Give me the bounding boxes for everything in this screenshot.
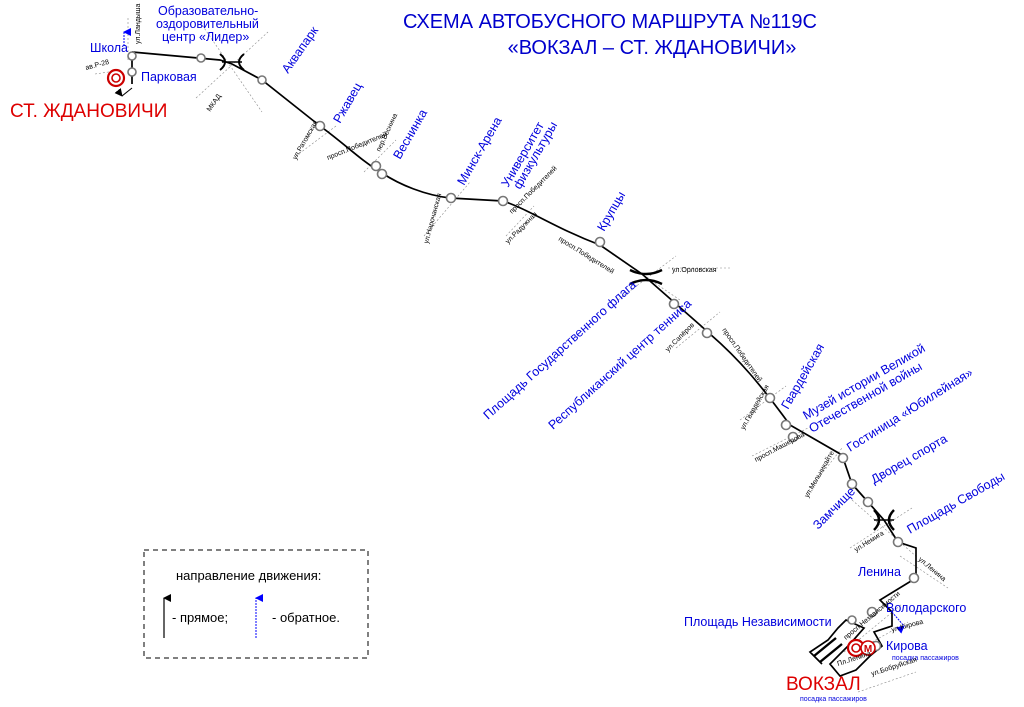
map-title-line-1: СХЕМА АВТОБУСНОГО МАРШРУТА №119С xyxy=(403,11,817,33)
interchange-pl-lenina xyxy=(813,637,843,663)
terminal-zhdanovichi-marker xyxy=(106,68,126,88)
stop-label-zamchishche: Замчище xyxy=(810,484,858,532)
direct-direction-arrow-terminal xyxy=(114,87,133,97)
stop-label-kruptsy: Крупцы xyxy=(594,189,628,233)
street-label-narochanskaya: ул.Нарочанская xyxy=(423,193,443,245)
street-label-melnikayte: ул.Мельникайте xyxy=(803,449,836,499)
street-label-orlovskaya: ул.Орловская xyxy=(672,267,717,274)
stop-labels: Школа Образовательно- оздоровительный це… xyxy=(90,4,1007,662)
legend-frame xyxy=(143,549,369,659)
stop-label-lider-1: Образовательно- xyxy=(158,4,258,18)
interchange-nemiga xyxy=(873,509,895,531)
street-label-r28: ав.Р-28 xyxy=(85,59,110,72)
terminal-zhdanovichi-label: СТ. ЖДАНОВИЧИ xyxy=(10,101,167,122)
terminal-vokzal-label: ВОКЗАЛ xyxy=(786,674,861,695)
stop-label-pl-svobody: Площадь Свободы xyxy=(905,469,1008,536)
interchange-orlovskaya xyxy=(629,268,663,286)
legend: направление движения: - прямое; - обратн… xyxy=(143,549,369,659)
stop-label-kirova: Кирова xyxy=(886,639,928,653)
terminal-vokzal-note: посадка пассажиров xyxy=(800,696,867,703)
stop-label-rzhavets: Ржавец xyxy=(330,80,364,125)
street-label-pobediteley-3: просп.Победителей xyxy=(557,235,616,276)
street-label-nemiga: ул.Немига xyxy=(853,530,885,554)
metro-marker: М xyxy=(860,640,876,656)
terminal-vokzal-marker xyxy=(846,638,866,658)
street-label-pobediteley-4: просп.Победителей xyxy=(720,327,763,384)
street-label-landysha: ул.Ландыша xyxy=(135,4,142,44)
legend-reverse-label: - обратное. xyxy=(272,610,340,625)
stop-label-tennis-center: Республиканский центр тенниса xyxy=(546,296,695,432)
reverse-direction-arrow-kirova xyxy=(891,611,905,634)
stop-markers xyxy=(127,51,920,652)
stop-label-akvapark: Аквапарк xyxy=(279,24,321,76)
stop-label-lenina: Ленина xyxy=(858,565,901,579)
street-label-lenina: ул.Ленина xyxy=(917,556,947,583)
legend-direct-label: - прямое; xyxy=(172,610,228,625)
metro-icon: М xyxy=(864,644,872,655)
stop-label-dvorets-sporta: Дворец спорта xyxy=(869,432,950,487)
stop-label-lider-2: оздоровительный xyxy=(156,17,259,31)
street-label-masherova: просп.Машерова xyxy=(754,432,806,464)
interchange-mkad xyxy=(219,53,245,71)
stop-label-lider-3: центр «Лидер» xyxy=(162,30,249,44)
stop-label-kirova-note: посадка пассажиров xyxy=(892,655,959,662)
street-label-gvardeyskaya: ул.Гвардейская xyxy=(739,383,771,431)
street-label-raduzhnaya: ул.Радужная xyxy=(504,211,539,246)
stop-label-parkovaya: Парковая xyxy=(141,70,197,84)
legend-heading: направление движения: xyxy=(176,568,321,583)
stop-label-volodarskogo: Володарского xyxy=(886,601,966,615)
stop-label-pl-nezavisimosti: Площадь Независимости xyxy=(684,615,832,629)
street-label-ratomskaya: ул.Ратомская xyxy=(292,119,320,161)
street-label-kirova: ул.Кирова xyxy=(891,619,924,634)
map-title-line-2: «ВОКЗАЛ – СТ. ЖДАНОВИЧИ» xyxy=(508,37,797,59)
stop-label-pl-gos-flaga: Площадь Государственного флага xyxy=(481,278,639,423)
street-label-mkad: МКАД xyxy=(206,93,223,113)
stop-label-minsk-arena: Минск-Арена xyxy=(454,114,504,187)
stop-label-shkola: Школа xyxy=(90,41,128,55)
